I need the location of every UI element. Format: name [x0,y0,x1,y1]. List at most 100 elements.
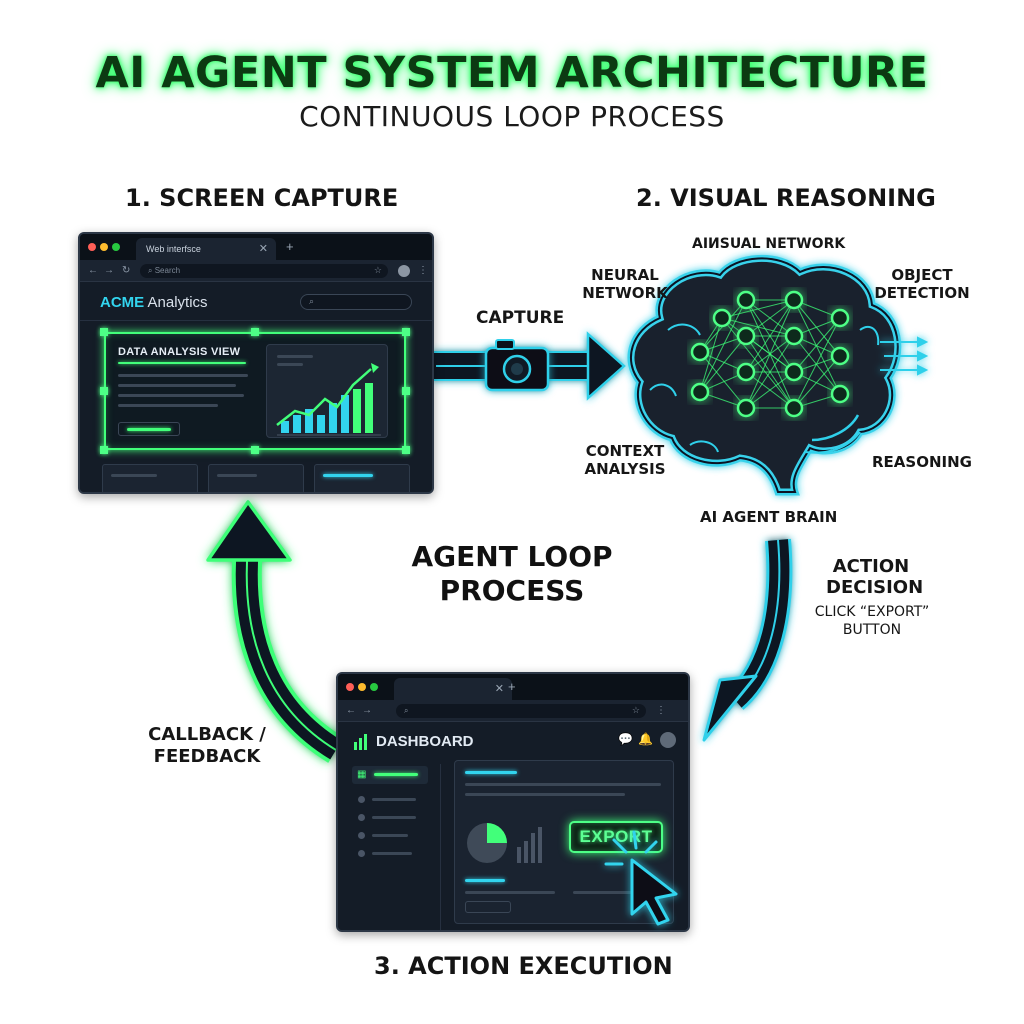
feedback-arrow [206,500,345,763]
sidebar-item[interactable] [356,794,426,806]
click-export-line-1: CLICK “EXPORT” [814,604,930,620]
network-node [784,362,804,382]
close-window-dot[interactable] [88,243,96,251]
pie-chart-icon [467,823,542,863]
object-detection-line-1: OBJECT [891,266,953,284]
action-decision-label: ACTION DECISION [826,556,923,598]
network-node [736,290,756,310]
sidebar-item[interactable] [356,848,426,860]
nav-bar: ← → ⌕ ☆ ⋮ [338,700,688,722]
object-detection-label: OBJECT DETECTION [872,266,972,302]
profile-avatar[interactable] [398,265,410,277]
reasoning-label: REASONING [872,453,972,471]
click-export-note: CLICK “EXPORT” BUTTON [802,603,942,639]
close-window-dot[interactable] [346,683,354,691]
sidebar-item[interactable] [356,830,426,842]
network-node [784,326,804,346]
neural-network-line-1: NEURAL [591,266,659,284]
address-bar[interactable]: ⌕ Search ☆ [140,264,388,278]
new-tab-icon[interactable]: + [286,239,294,254]
network-edge [721,317,795,409]
page-viewport: ACME Analytics ⌕ DATA ANALYSIS VIEW [80,282,432,492]
browser-tab-title: Web interfsce [146,244,201,254]
selection-handle[interactable] [100,387,108,395]
browser-tab[interactable]: Web interfsce ✕ [136,238,276,260]
address-bar[interactable]: ⌕ ☆ [396,704,646,718]
cursor-icon [630,858,678,926]
menu-kebab-icon[interactable]: ⋮ [656,705,666,716]
selection-handle[interactable] [402,328,410,336]
sidebar-bullet-icon [358,850,365,857]
minimize-window-dot[interactable] [358,683,366,691]
selection-handle[interactable] [100,328,108,336]
menu-kebab-icon[interactable]: ⋮ [418,265,428,276]
sidebar-bullet-icon [358,832,365,839]
close-tab-icon[interactable]: ✕ [494,683,504,695]
stage-label-execution: 3. ACTION EXECUTION [374,952,673,980]
network-edge [745,299,795,337]
app-title: DASHBOARD [376,733,474,750]
new-tab-icon[interactable]: + [508,679,516,694]
chat-icon[interactable]: 💬 [618,732,633,746]
network-node [690,382,710,402]
network-node [830,308,850,328]
capture-selection-box[interactable]: DATA ANALYSIS VIEW [104,332,406,450]
network-edge [793,317,841,373]
browser-tab[interactable]: ✕ [394,678,512,700]
sidebar-item-active[interactable]: ▦ [352,766,428,784]
network-edge [699,299,747,393]
secondary-button[interactable] [465,901,511,913]
forward-icon[interactable]: → [362,705,372,716]
selection-handle[interactable] [402,446,410,454]
forward-icon[interactable]: → [104,265,114,276]
panel-action-button[interactable] [118,422,180,436]
bookmark-star-icon[interactable]: ☆ [631,705,640,715]
brand-rest: Analytics [144,294,208,311]
close-tab-icon[interactable]: ✕ [258,243,268,255]
selection-handle[interactable] [402,387,410,395]
brain-caption: AI AGENT BRAIN [700,508,838,526]
page-viewport: DASHBOARD 💬 🔔 ▦ [338,722,688,930]
chart-card-heading [277,355,313,358]
sidebar-bullet-icon [358,814,365,821]
chart-card [266,344,388,438]
bell-icon[interactable]: 🔔 [638,732,653,746]
bar-chart-icon [276,363,381,436]
user-avatar[interactable] [660,732,676,748]
network-node [690,342,710,362]
selection-handle[interactable] [251,446,259,454]
network-node [784,398,804,418]
bar-chart-icon [354,734,367,750]
selection-handle[interactable] [251,328,259,336]
sidebar-bullet-icon [358,796,365,803]
context-analysis-line-1: CONTEXT [585,442,665,460]
app-search-input[interactable]: ⌕ [300,294,412,310]
selection-handle[interactable] [100,446,108,454]
bookmark-star-icon[interactable]: ☆ [373,265,382,275]
network-node [736,362,756,382]
context-analysis-label: CONTEXT ANALYSIS [580,442,670,478]
sidebar-item-label [374,773,418,776]
reload-icon[interactable]: ↻ [122,265,131,276]
network-edge [699,351,747,409]
back-icon[interactable]: ← [88,265,98,276]
text-line [118,404,218,407]
click-burst-icon [604,830,658,866]
network-node [712,308,732,328]
sidebar-item-label [372,798,416,801]
sidebar-item[interactable] [356,812,426,824]
maximize-window-dot[interactable] [370,683,378,691]
sidebar-item-label [372,834,408,837]
neural-network-line-2: NETWORK [582,284,668,302]
stage-label-capture: 1. SCREEN CAPTURE [125,184,399,212]
grid-icon: ▦ [357,769,367,780]
tab-bar: Web interfsce ✕ + [80,234,432,260]
card-text-line [465,783,661,786]
back-icon[interactable]: ← [346,705,356,716]
stage-label-reasoning: 2. VISUAL REASONING [636,184,936,212]
maximize-window-dot[interactable] [112,243,120,251]
search-icon: ⌕ [148,266,155,275]
minimize-window-dot[interactable] [100,243,108,251]
neural-network-label: NEURAL NETWORK [580,266,670,302]
